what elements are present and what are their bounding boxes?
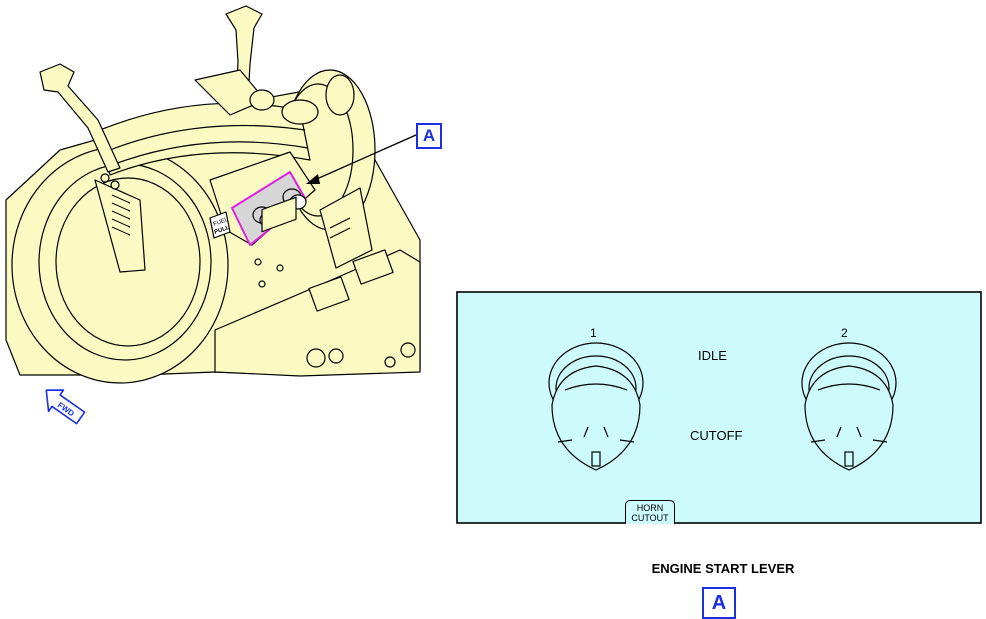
lever-2-number: 2 [841,326,848,340]
lever-1-number: 1 [590,326,597,340]
pedestal-pull-label: PULL [214,225,231,236]
horn-cutout-button[interactable]: HORN CUTOUT [625,500,675,524]
horn-label-line1: HORN [636,503,664,513]
callout-leader-arrowhead [306,174,320,184]
callout-a-top: A [416,123,442,149]
pedestal-illustration [5,5,421,384]
start-lever-2[interactable] [801,342,897,471]
idle-label: IDLE [698,348,727,363]
horn-label-line2: CUTOUT [631,513,669,523]
cutoff-label: CUTOFF [690,428,743,443]
callout-a-bottom: A [702,587,736,619]
start-lever-1[interactable] [548,342,644,471]
callout-leader-line [309,134,417,183]
figure-caption: ENGINE START LEVER [651,561,795,576]
detail-panel-a [456,291,982,524]
pedestal-fuel-label: FUEL [213,217,230,228]
fwd-arrow-icon: FWD [45,389,86,425]
